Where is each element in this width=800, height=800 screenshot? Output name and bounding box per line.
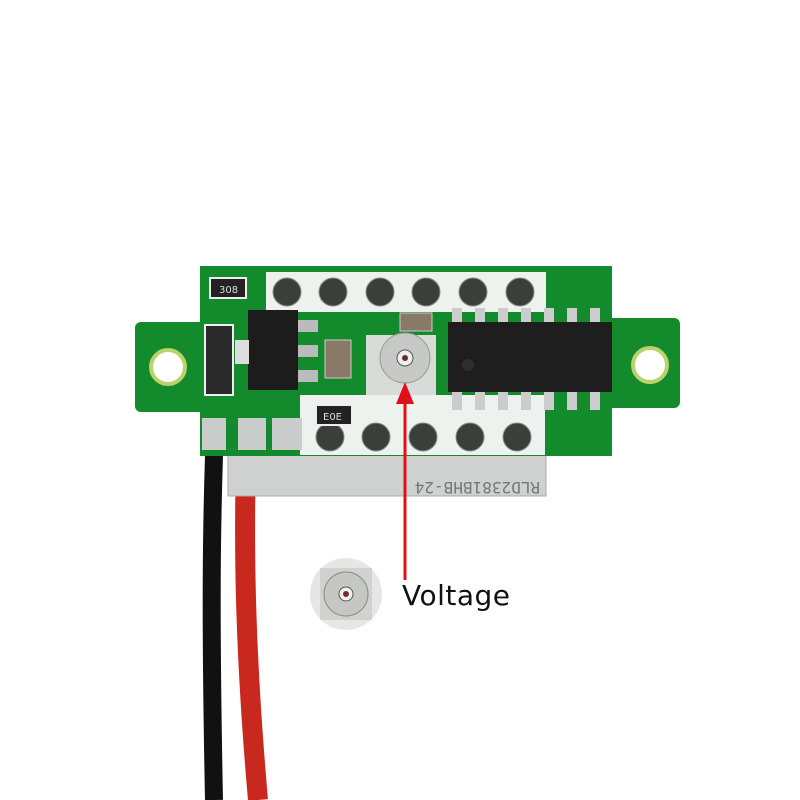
capacitor-left — [324, 339, 352, 379]
ic-chip — [448, 308, 612, 410]
right-mounting-hole — [631, 346, 669, 384]
black-wire — [202, 454, 223, 800]
red-wire — [235, 454, 268, 800]
display-part-number: RLD2381BHB-24 — [415, 478, 540, 497]
potentiometer — [366, 332, 436, 395]
header-pins-bottom — [315, 422, 532, 452]
diode — [204, 324, 234, 396]
silkscreen-area-top — [266, 272, 546, 312]
resistor-marking-top: 308 — [219, 285, 238, 296]
voltage-label: Voltage — [402, 579, 511, 612]
voltage-regulator — [235, 310, 318, 390]
resistor-top — [209, 277, 247, 299]
resistor-bottom — [315, 404, 353, 426]
capacitor-top — [399, 312, 433, 332]
header-pins-top — [272, 277, 535, 307]
resistor-marking-bottom: E0E — [323, 412, 342, 423]
potentiometer-inset — [310, 558, 382, 630]
arrow-head-icon — [396, 382, 414, 404]
left-mounting-hole — [149, 348, 187, 386]
solder-pads — [202, 418, 302, 450]
